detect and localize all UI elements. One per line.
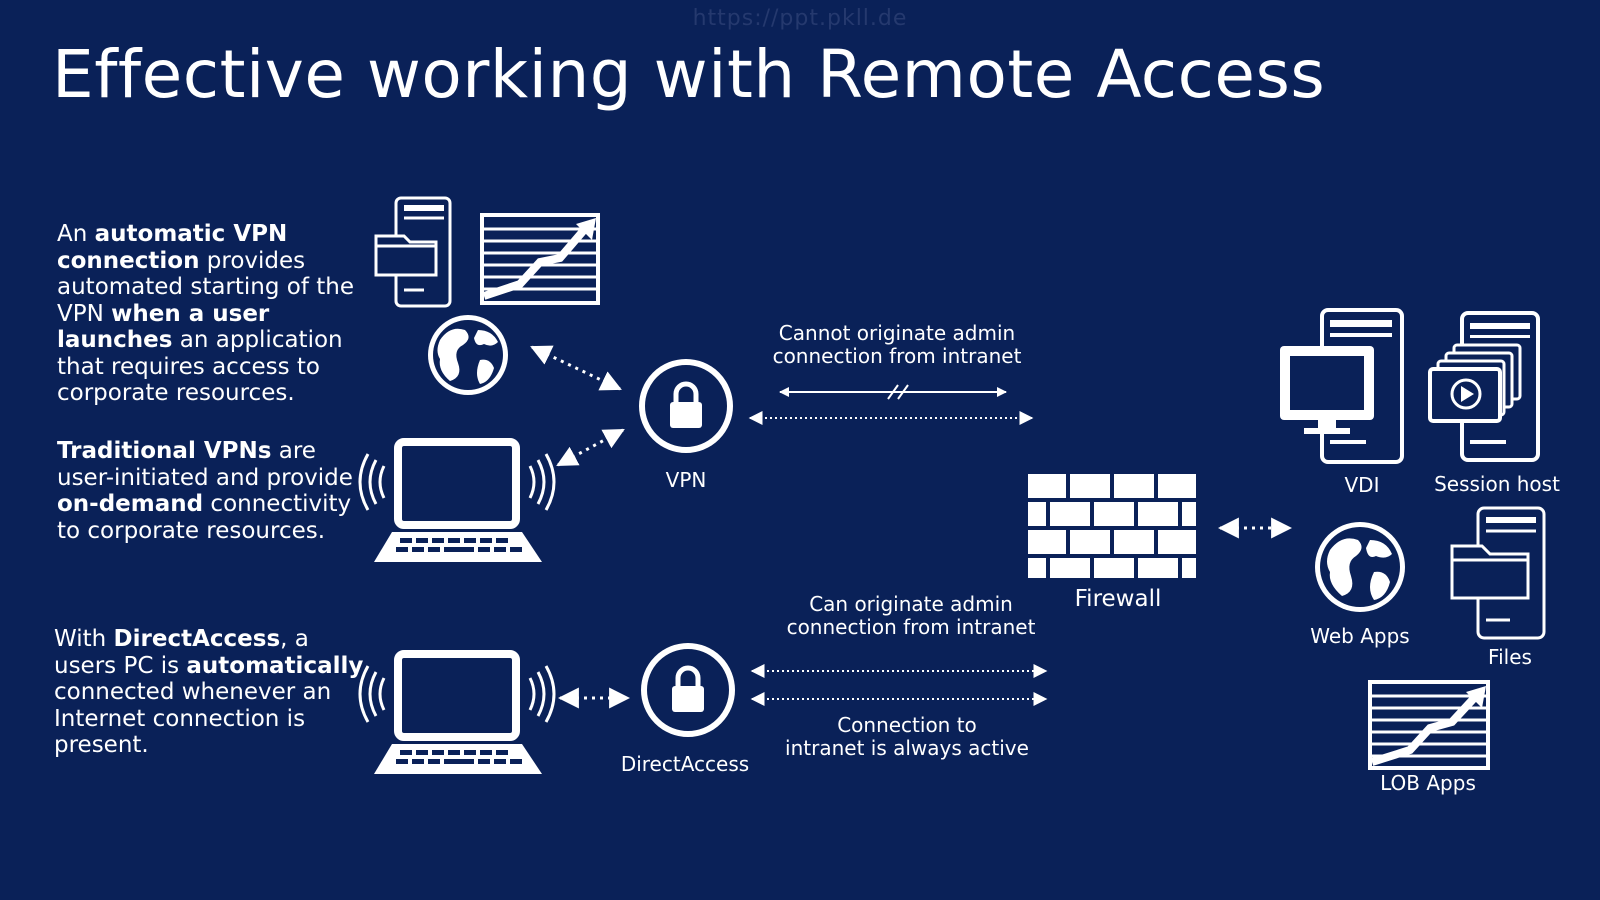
firewall-icon (1028, 474, 1196, 578)
laptop-icon (358, 650, 556, 774)
blocked-admin-connection-arrow (779, 384, 1007, 400)
report-chart-icon (480, 213, 600, 305)
globe-icon (428, 315, 508, 395)
lob-apps-chart-icon (1368, 680, 1490, 770)
firewall-label: Firewall (1074, 586, 1162, 612)
globe-vpn-arrow (530, 345, 622, 391)
files-server-icon (1450, 506, 1546, 640)
vdi-icon (1280, 308, 1404, 464)
laptop-icon (358, 438, 556, 562)
session-host-label: Session host (1434, 472, 1560, 496)
directaccess-lock-icon (641, 643, 735, 737)
watermark: https://ppt.pkll.de (692, 6, 908, 31)
files-label: Files (1488, 645, 1532, 669)
directaccess-label: DirectAccess (620, 752, 750, 776)
file-server-icon (374, 196, 452, 308)
vpn-lock-icon (639, 359, 733, 453)
web-apps-label: Web Apps (1310, 624, 1410, 648)
vdi-label: VDI (1344, 473, 1380, 497)
auto-vpn-description: An automatic VPN connection provides aut… (57, 221, 355, 406)
directaccess-description: With DirectAccess, a users PC is automat… (54, 626, 364, 758)
lob-apps-label: LOB Apps (1380, 771, 1476, 795)
web-apps-globe-icon (1315, 522, 1405, 612)
page-title: Effective working with Remote Access (52, 36, 1326, 113)
vpn-label: VPN (665, 468, 707, 492)
traditional-vpn-description: Traditional VPNs are user-initiated and … (57, 438, 353, 544)
session-host-icon (1428, 311, 1540, 462)
laptop-vpn-arrow (556, 428, 625, 467)
